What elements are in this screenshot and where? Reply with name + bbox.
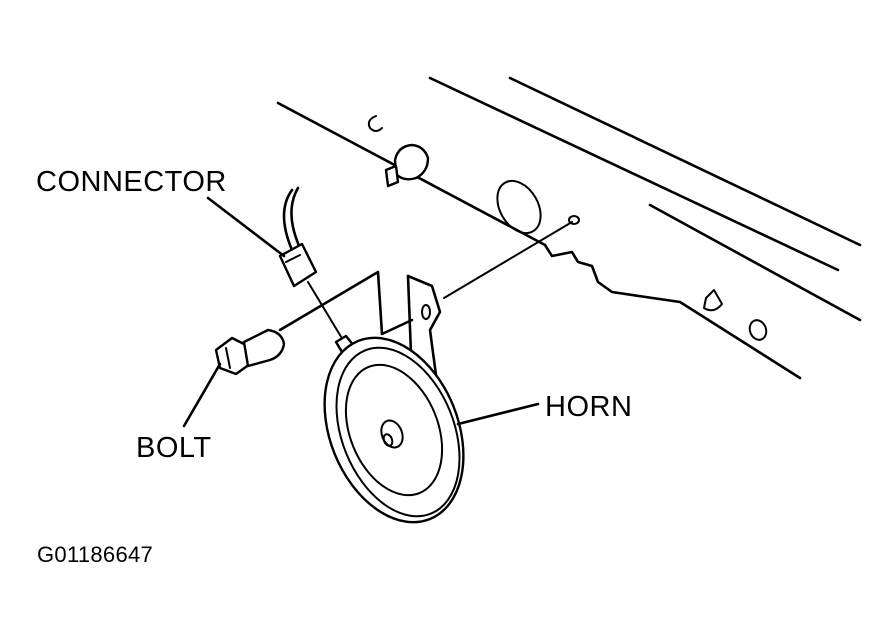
connector-leader bbox=[206, 196, 286, 258]
horn-label: HORN bbox=[545, 391, 633, 423]
horn-leader bbox=[456, 402, 540, 426]
body-panel bbox=[276, 76, 862, 380]
horn bbox=[323, 334, 465, 524]
connector-label: CONNECTOR bbox=[36, 166, 227, 198]
bolt-label: BOLT bbox=[136, 432, 212, 464]
figure-id: G01186647 bbox=[37, 542, 154, 567]
connector bbox=[278, 242, 318, 288]
mounting-guide-line bbox=[443, 221, 573, 299]
bolt-leader bbox=[182, 362, 222, 428]
leader-lines bbox=[182, 196, 540, 428]
bolt bbox=[214, 328, 286, 376]
connector-guide-line bbox=[307, 281, 347, 346]
body-clip bbox=[384, 143, 430, 188]
wire-harness bbox=[282, 186, 302, 252]
